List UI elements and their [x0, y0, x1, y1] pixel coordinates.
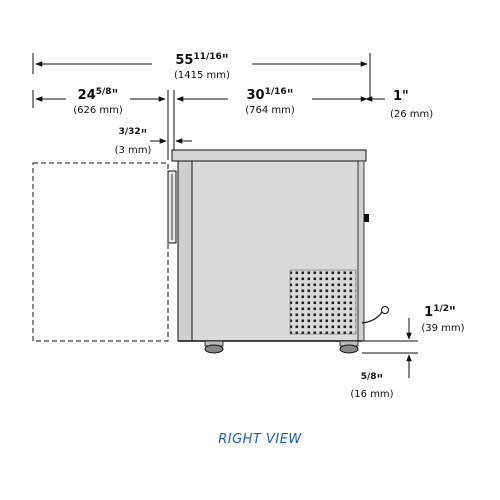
door-swing-envelope	[32, 162, 169, 342]
rear-clearance-label: 1"	[393, 89, 409, 104]
door-swing-whole: 24	[78, 88, 96, 103]
overall-width-fraction: 11/16	[193, 52, 221, 62]
rear-caster	[339, 344, 359, 354]
rear-fitting	[364, 214, 369, 222]
power-plug	[381, 306, 389, 314]
overall-width-whole: 55	[175, 53, 193, 68]
door-panel	[177, 160, 193, 342]
countertop	[171, 149, 367, 162]
rear-edge	[357, 160, 365, 342]
overall-width-dimension: 5511/16" (1415 mm)	[32, 52, 371, 100]
door-swing-fraction: 5/8	[96, 87, 112, 97]
svg-text:5511/16": 5511/16"	[175, 52, 228, 68]
svg-text:11/2": 11/2"	[424, 304, 456, 320]
svg-text:5/8": 5/8"	[361, 372, 384, 388]
svg-text:245/8": 245/8"	[78, 87, 119, 103]
overall-width-mm: (1415 mm)	[174, 70, 230, 81]
cabinet-depth-fraction: 1/16	[265, 87, 287, 97]
front-caster	[204, 344, 224, 354]
svg-text:301/16": 301/16"	[247, 87, 294, 103]
svg-text:3/32": 3/32"	[119, 127, 148, 143]
rear-clearance-mm: (26 mm)	[390, 109, 433, 120]
caster-height-mm: (39 mm)	[421, 323, 464, 334]
door-gap-fraction: 3/32	[119, 127, 141, 137]
cabinet-body	[167, 149, 389, 342]
door-swing-mm: (626 mm)	[73, 105, 123, 116]
caster-height-fraction: 1/2	[433, 304, 449, 314]
door-gap-mm: (3 mm)	[115, 145, 152, 156]
vent-grille	[289, 269, 357, 335]
cabinet-depth-mm: (764 mm)	[245, 105, 295, 116]
view-caption: RIGHT VIEW	[218, 432, 302, 447]
lower-dimensions: 11/2" (39 mm) 5/8" (16 mm)	[350, 304, 464, 400]
upper-dimensions: 245/8" (626 mm) 301/16" (764 mm) 1" (26 …	[32, 87, 433, 160]
caster-offset-fraction: 5/8	[361, 372, 377, 382]
caster-height-whole: 1	[424, 305, 433, 320]
power-cord	[361, 311, 383, 324]
casters	[204, 340, 359, 354]
cabinet-depth-whole: 30	[247, 88, 265, 103]
caster-offset-mm: (16 mm)	[350, 389, 393, 400]
